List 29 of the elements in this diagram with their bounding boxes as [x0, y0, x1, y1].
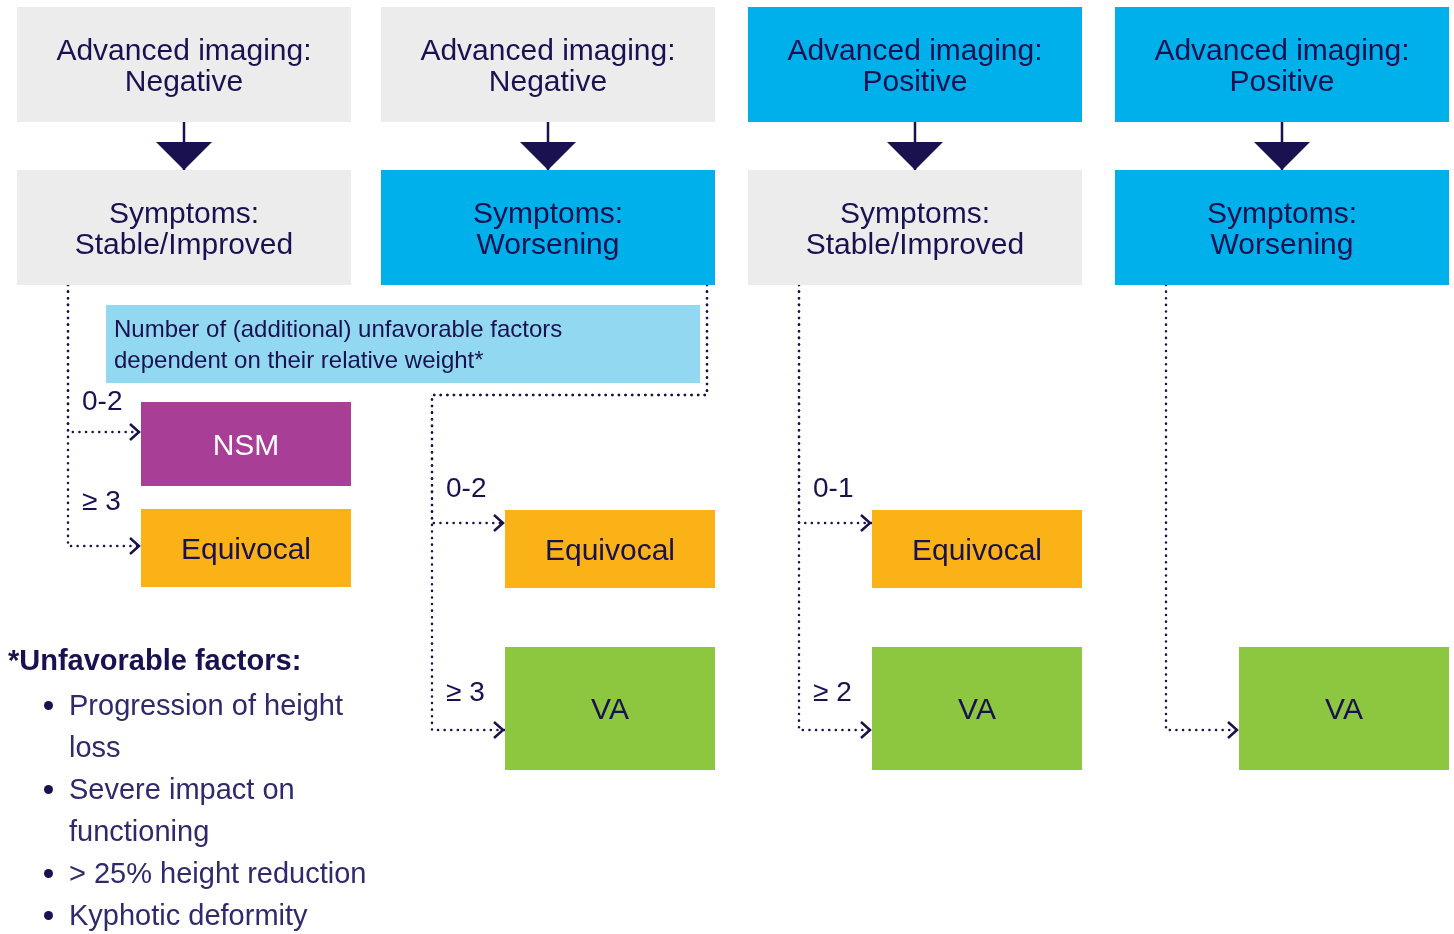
outcome-box: Equivocal — [141, 509, 351, 587]
symptoms-box: Symptoms: Worsening — [381, 170, 715, 285]
dotted-arrow — [797, 283, 874, 740]
list-heading: *Unfavorable factors: — [8, 643, 303, 678]
dotted-arrow — [430, 283, 709, 740]
outcome-box: VA — [872, 647, 1082, 770]
imaging-result-box: Advanced imaging: Negative — [381, 7, 715, 122]
factor-item: Progression of height loss — [69, 688, 345, 765]
note-box: Number of (additional) unfavorable factors dependent on their relative weight* — [106, 305, 700, 383]
imaging-result-box: Advanced imaging: Positive — [748, 7, 1082, 122]
triangle-arrow — [887, 120, 943, 172]
triangle-arrow — [520, 120, 576, 172]
outcome-box: NSM — [141, 402, 351, 486]
factor-item: Kyphotic deformity — [69, 898, 309, 933]
symptoms-box: Symptoms: Stable/Improved — [748, 170, 1082, 285]
outcome-box: VA — [1239, 647, 1449, 770]
outcome-box: Equivocal — [872, 510, 1082, 588]
imaging-result-box: Advanced imaging: Positive — [1115, 7, 1449, 122]
outcome-box: Equivocal — [505, 510, 715, 588]
symptoms-box: Symptoms: Stable/Improved — [17, 170, 351, 285]
symptoms-box: Symptoms: Worsening — [1115, 170, 1449, 285]
factor-item: > 25% height reduction — [69, 856, 368, 891]
triangle-arrow — [156, 120, 212, 172]
imaging-result-box: Advanced imaging: Negative — [17, 7, 351, 122]
dotted-arrow — [1164, 283, 1241, 740]
triangle-arrow — [1254, 120, 1310, 172]
factor-item: Severe impact on functioning — [69, 772, 296, 849]
dotted-arrow — [66, 283, 143, 556]
outcome-box: VA — [505, 647, 715, 770]
